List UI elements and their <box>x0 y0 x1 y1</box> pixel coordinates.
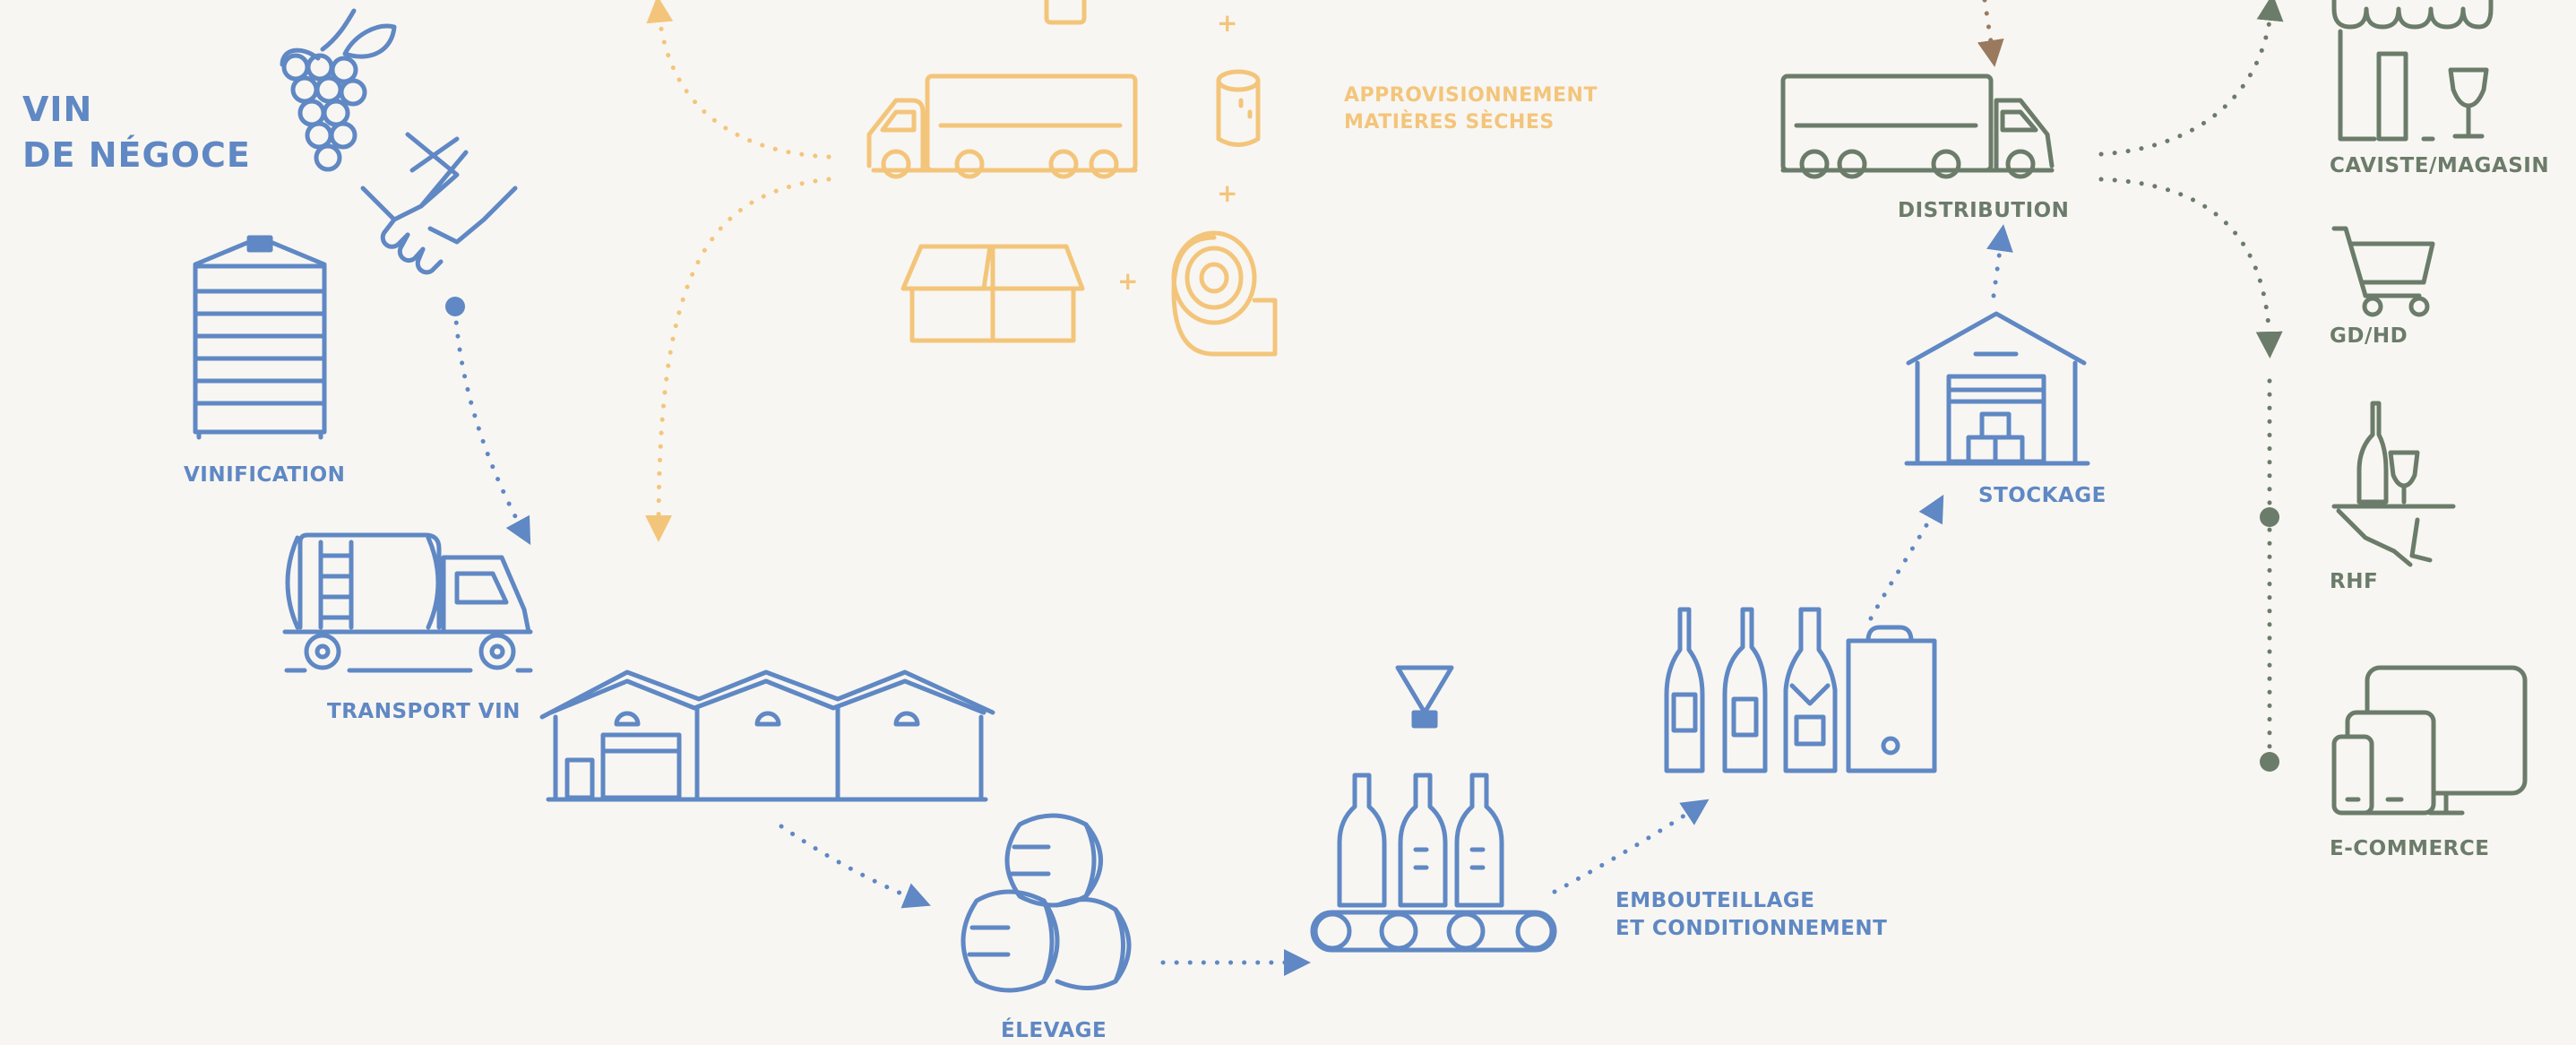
label-elevage: ÉLEVAGE <box>1001 1019 1107 1042</box>
diagram-title: VIN DE NÉGOCE <box>22 90 251 175</box>
shopping-cart-icon <box>2331 226 2435 317</box>
arrow-incoming-distribution <box>1977 0 2004 67</box>
label-rhf: RHF <box>2330 570 2379 593</box>
supply-truck-icon <box>866 73 1138 179</box>
tanker-truck-icon <box>282 532 533 673</box>
label-e-commerce: E-COMMERCE <box>2330 837 2490 860</box>
devices-icon <box>2331 665 2528 816</box>
label-distribution: DISTRIBUTION <box>1898 199 2070 222</box>
label-caviste-magasin: CAVISTE/MAGASIN <box>2330 154 2550 177</box>
wine-tank-icon <box>193 235 327 440</box>
label-transport-vin: TRANSPORT VIN <box>327 700 521 723</box>
waiter-icon <box>2331 401 2456 567</box>
dot-handshake <box>445 297 465 316</box>
arrow-to-gdhd <box>2098 177 2283 358</box>
label-stockage: STOCKAGE <box>1978 484 2106 507</box>
dot-ecommerce <box>2260 752 2279 772</box>
delivery-truck-icon <box>1780 73 2055 179</box>
barrels-icon <box>961 813 1132 993</box>
arrow-supply-up <box>646 0 831 160</box>
arrow-supply-down <box>645 177 831 542</box>
plus-sign-cork-top: + <box>1217 8 1238 38</box>
handshake-icon <box>360 132 518 275</box>
plus-sign-box-roll: + <box>1117 266 1139 296</box>
winery-buildings-icon <box>539 669 995 802</box>
dot-rhf <box>2260 507 2279 527</box>
arrow-stockage-to-distribution <box>1986 224 2013 298</box>
arrow-buildings-to-elevage <box>779 824 931 909</box>
bottling-line-icon <box>1310 665 1557 953</box>
label-approvisionnement: APPROVISIONNEMENT MATIÈRES SÈCHES <box>1344 84 1598 134</box>
plus-sign-cork-bottom: + <box>1217 178 1238 208</box>
arrow-handshake-to-transport <box>452 307 531 546</box>
label-vinification: VINIFICATION <box>184 463 346 487</box>
arrow-bottling-to-embouteillage <box>1552 799 1710 894</box>
arrow-embouteillage-to-stockage <box>1868 494 1944 621</box>
bottles-and-bag-in-box-icon <box>1664 607 1937 773</box>
label-roll-icon <box>1171 230 1278 357</box>
warehouse-icon <box>1904 311 2090 466</box>
arrow-to-caviste <box>2098 0 2284 157</box>
label-embouteillage: EMBOUTEILLAGE ET CONDITIONNEMENT <box>1615 889 1888 940</box>
shop-icon <box>2331 0 2494 142</box>
cardboard-box-icon <box>900 244 1085 343</box>
label-gd-hd: GD/HD <box>2330 324 2408 348</box>
partial-top-icon <box>1044 0 1087 25</box>
grapes-icon <box>280 8 397 172</box>
cork-icon <box>1216 69 1261 147</box>
